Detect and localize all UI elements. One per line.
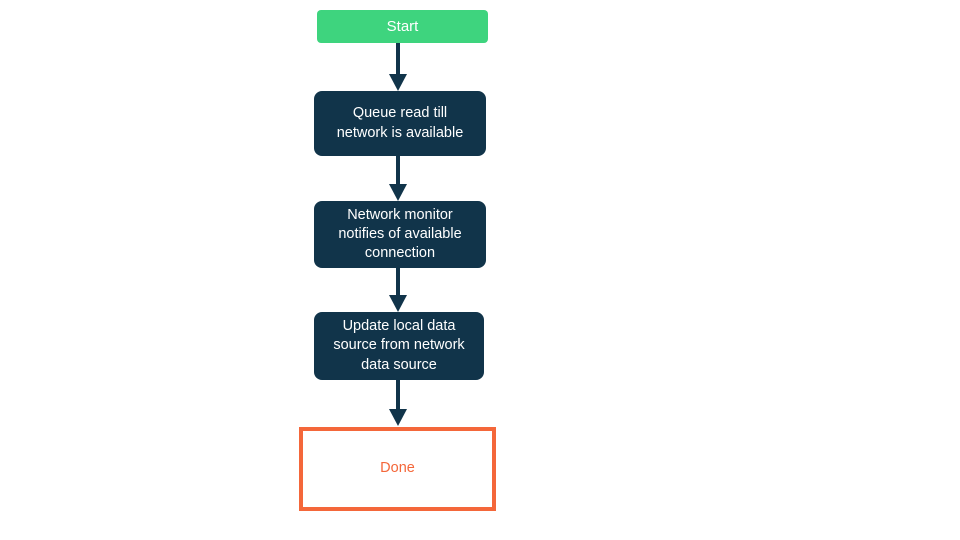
connector-queue-read-to-network-monitor [378, 156, 418, 201]
node-network-monitor[interactable]: Network monitor notifies of available co… [314, 201, 486, 268]
node-update-local-label: Update local data source from network da… [333, 318, 465, 373]
node-update-local[interactable]: Update local data source from network da… [314, 312, 484, 380]
node-done[interactable]: Done [299, 427, 496, 511]
connector-network-monitor-to-update-local [378, 268, 418, 312]
node-network-monitor-label: Network monitor notifies of available co… [338, 206, 462, 262]
connector-update-local-to-done [378, 380, 418, 427]
arrow-down-icon [389, 43, 407, 91]
arrow-down-icon [389, 268, 407, 312]
node-start[interactable]: Start [317, 10, 488, 43]
arrow-down-icon [389, 380, 407, 426]
node-done-label: Done [380, 460, 415, 477]
arrow-down-icon [389, 156, 407, 201]
node-queue-read[interactable]: Queue read till network is available [314, 91, 486, 156]
node-queue-read-label: Queue read till network is available [336, 105, 464, 141]
node-start-label: Start [386, 17, 419, 35]
connector-start-to-queue-read [378, 43, 418, 91]
